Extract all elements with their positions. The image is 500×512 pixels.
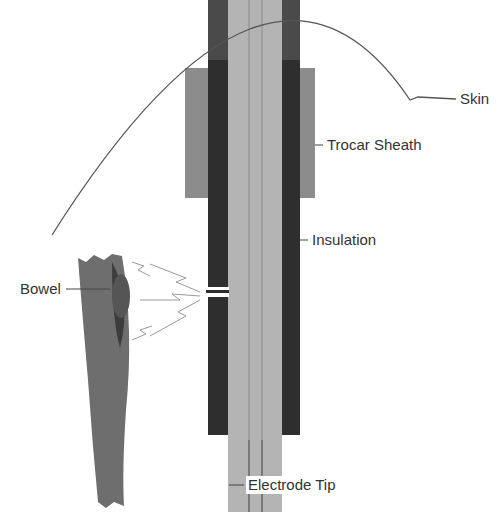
spark <box>132 326 152 340</box>
part-label: Skin <box>458 90 491 108</box>
leader-line <box>66 289 110 290</box>
electrode-line <box>249 0 250 512</box>
spark <box>140 294 200 300</box>
insulation-defect <box>206 290 229 293</box>
part-label: Insulation <box>310 231 378 249</box>
leader-line <box>315 145 323 146</box>
spark <box>150 300 200 336</box>
spark <box>150 264 200 292</box>
bowel-burn <box>112 274 130 318</box>
electrode-line <box>262 0 263 512</box>
leader-line <box>300 240 308 241</box>
insulation-defect <box>206 287 229 297</box>
bowel-wall <box>78 254 129 508</box>
part-label: Trocar Sheath <box>325 136 424 154</box>
leader-line <box>229 485 244 486</box>
skin-line <box>52 21 456 235</box>
part-label: Electrode Tip <box>246 476 338 494</box>
electrode-shaft <box>228 0 282 512</box>
spark <box>132 262 150 276</box>
part-label: Bowel <box>18 280 63 298</box>
